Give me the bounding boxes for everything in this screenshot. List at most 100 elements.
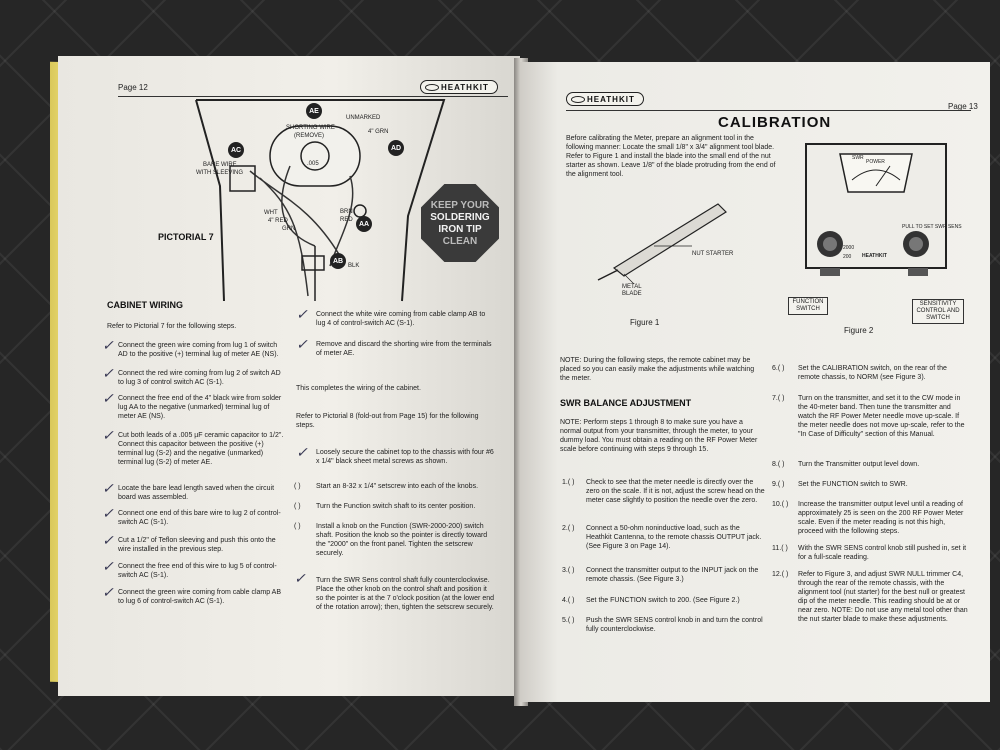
label-cap-005: .005 — [307, 161, 319, 167]
heathkit-logo-left: HEATHKIT — [420, 80, 498, 94]
refer-pictorial-8: Refer to Pictorial 8 (fold-out from Page… — [296, 413, 479, 429]
step-text: Set the CALIBRATION switch, on the rear … — [798, 365, 947, 381]
step-col2b: Install a knob on the Function (SWR-2000… — [316, 523, 488, 557]
label-with-sleeving: WITH SLEEVING — [196, 170, 244, 176]
step-number: 12.( ) — [772, 571, 789, 578]
step-col1: Connect the free end of the 4" black wir… — [118, 395, 282, 420]
check-mark: ✓ — [296, 306, 308, 322]
step-text: Turn on the transmitter, and set it to t… — [798, 395, 965, 438]
badge-line-2: SOLDERING — [430, 212, 490, 223]
figure-1-nut-starter — [597, 203, 727, 285]
cabinet-wiring-intro: Refer to Pictorial 7 for the following s… — [107, 323, 237, 330]
header-rule-right — [566, 110, 971, 111]
label-metal: METAL — [622, 284, 642, 290]
page-number-right: Page 13 — [948, 102, 978, 111]
label-ad: AD — [388, 140, 404, 156]
label-brn: BRN — [340, 209, 353, 215]
label-unmarked: UNMARKED — [346, 115, 381, 121]
figure-2-meter-front-panel — [805, 143, 947, 276]
step-text: Turn the Transmitter output level down. — [798, 461, 920, 468]
step-col1: Connect the green wire coming from lug 1… — [118, 342, 279, 358]
label-bare-wire: BARE WIRE — [203, 162, 237, 168]
badge-line-3: IRON TIP — [438, 224, 482, 235]
check-mark: ✓ — [102, 532, 114, 548]
cabinet-wiring-heading: CABINET WIRING — [107, 300, 183, 310]
label-blk: BLK — [348, 263, 360, 269]
step-col2b: Start an 8-32 x 1/4" setscrew into each … — [316, 483, 479, 490]
step-number: 7.( ) — [772, 395, 785, 402]
step-text: Set the FUNCTION switch to SWR. — [798, 481, 908, 488]
step-number: 6.( ) — [772, 365, 785, 372]
label-ab: AB — [330, 253, 346, 269]
step-number: 5.( ) — [562, 617, 575, 624]
paren-box: ( ) — [294, 483, 301, 490]
check-mark: ✓ — [102, 558, 114, 574]
step-col1: Connect one end of this bare wire to lug… — [118, 510, 281, 526]
step-number: 8.( ) — [772, 461, 785, 468]
figure-1-caption: Figure 1 — [630, 318, 660, 327]
check-mark: ✓ — [296, 336, 308, 352]
check-mark: ✓ — [102, 337, 114, 353]
label-4-grn: 4" GRN — [368, 129, 389, 135]
label-shorting-wire: SHORTING WIRE — [286, 125, 335, 131]
label-pull-to-set: PULL TO SET SWR SENS — [902, 224, 962, 230]
step-number: 2.( ) — [562, 525, 575, 532]
sensitivity-callout: SENSITIVITY CONTROL AND SWITCH — [912, 299, 964, 324]
label-heathkit-panel: HEATHKIT — [862, 253, 887, 259]
step-text: Push the SWR SENS control knob in and tu… — [586, 617, 763, 633]
function-switch-callout: FUNCTION SWITCH — [788, 297, 828, 315]
check-mark: ✓ — [102, 480, 114, 496]
step-text: Increase the transmitter output level un… — [798, 501, 964, 535]
label-ae: AE — [306, 103, 322, 119]
check-mark: ✓ — [102, 584, 114, 600]
calibration-intro: Before calibrating the Meter, prepare an… — [566, 135, 776, 178]
note-steps-1-8: NOTE: Perform steps 1 through 8 to make … — [560, 419, 758, 453]
label-blade: BLADE — [622, 291, 642, 297]
check-mark: ✓ — [294, 570, 306, 586]
pictorial-7-diagram — [195, 99, 446, 302]
page-number-left: Page 12 — [118, 83, 148, 92]
step-col1: Cut both leads of a .005 µF ceramic capa… — [118, 432, 284, 466]
label-2000: 2000 — [843, 245, 855, 251]
step-col2a: Connect the white wire coming from cable… — [316, 311, 486, 327]
label-red: RED — [340, 217, 353, 223]
step-text: Connect a 50-ohm noninductive load, such… — [586, 525, 762, 550]
calibration-title: CALIBRATION — [718, 114, 832, 131]
step-text: Refer to Figure 3, and adjust SWR NULL t… — [798, 571, 968, 623]
step-col1: Connect the red wire coming from lug 2 o… — [118, 370, 281, 386]
step-col1: Cut a 1/2" of Teflon sleeving and push t… — [118, 537, 276, 553]
check-mark: ✓ — [296, 444, 308, 460]
note-remote-cabinet: NOTE: During the following steps, the re… — [560, 357, 755, 382]
check-mark: ✓ — [102, 505, 114, 521]
label-swr-meter: SWR — [852, 155, 864, 161]
step-col2b: Turn the SWR Sens control shaft fully co… — [316, 577, 494, 611]
figure-2-caption: Figure 2 — [844, 326, 874, 335]
check-mark: ✓ — [102, 365, 114, 381]
label-ac: AC — [228, 142, 244, 158]
swr-balance-heading: SWR BALANCE ADJUSTMENT — [560, 398, 692, 408]
pictorial-7-label: PICTORIAL 7 — [158, 232, 214, 242]
label-wht: WHT — [264, 210, 278, 216]
step-number: 1.( ) — [562, 479, 575, 486]
step-col1: Connect the green wire coming from cable… — [118, 589, 282, 605]
step-text: Set the FUNCTION switch to 200. (See Fig… — [586, 597, 740, 604]
badge-line-4: CLEAN — [442, 236, 478, 247]
step-number: 4.( ) — [562, 597, 575, 604]
label-power: POWER — [866, 159, 885, 165]
step-col1: Connect the free end of this wire to lug… — [118, 563, 277, 579]
step-col1: Locate the bare lead length saved when t… — [118, 485, 275, 501]
label-4-red: 4" RED — [268, 218, 288, 224]
label-grn: GRN — [282, 226, 296, 232]
check-mark: ✓ — [102, 427, 114, 443]
completes-text: This completes the wiring of the cabinet… — [296, 385, 421, 392]
step-number: 10.( ) — [772, 501, 789, 508]
step-number: 9.( ) — [772, 481, 785, 488]
step-col2b: Loosely secure the cabinet top to the ch… — [316, 449, 494, 465]
step-col2b: Turn the Function switch shaft to its ce… — [316, 503, 476, 510]
soldering-iron-badge: KEEP YOUR SOLDERING IRON TIP CLEAN — [421, 184, 499, 262]
label-remove: (REMOVE) — [294, 133, 324, 139]
paren-box: ( ) — [294, 503, 301, 510]
step-number: 11.( ) — [772, 545, 788, 552]
check-mark: ✓ — [102, 390, 114, 406]
heathkit-logo-right: HEATHKIT — [566, 92, 644, 106]
